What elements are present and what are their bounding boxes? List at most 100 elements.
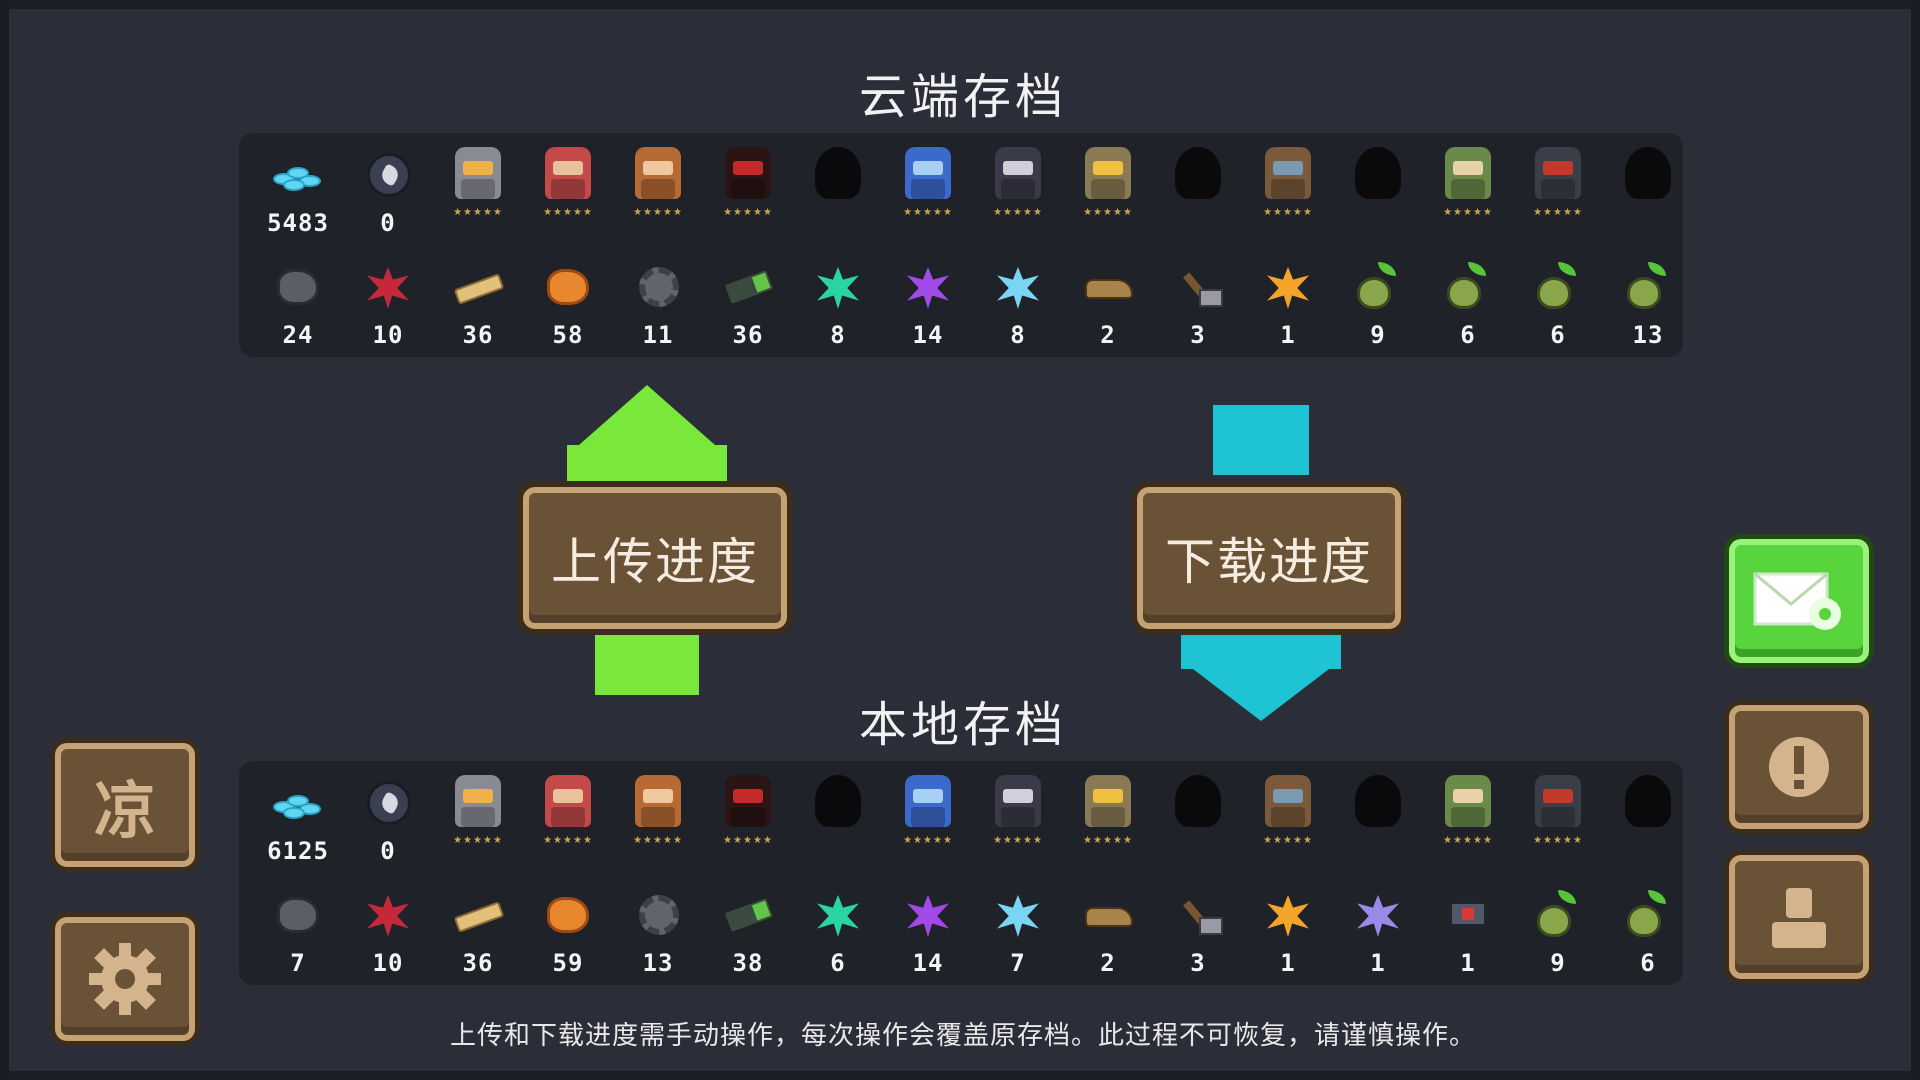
profile-button[interactable] [1729,855,1869,979]
wood-plank-icon [449,259,507,317]
hero-portrait-icon [1529,147,1587,205]
hero-stars: ★★★★★ [903,835,953,846]
seed-sprout-icon [1529,259,1587,317]
item-slot: 2 [1063,251,1153,351]
item-slot: 3 [1153,879,1243,979]
hero-slot [793,767,883,867]
crystal-leaf-icon [809,887,867,945]
hero-stars: ★★★★★ [453,207,503,218]
item-count: 24 [282,321,314,349]
item-slot: 8 [973,251,1063,351]
crystal-leaf-icon [989,259,1047,317]
hero-stars: ★★★★★ [543,207,593,218]
item-slot: 13 [1603,251,1683,351]
notice-button[interactable] [1729,705,1869,829]
hero-slot: ★★★★★ [1063,767,1153,867]
item-slot: 6 [1603,879,1683,979]
item-count: 6125 [267,837,329,865]
gear-part-icon [629,887,687,945]
item-slot: 1 [1243,251,1333,351]
item-slot: 0 [343,767,433,867]
hero-portrait-icon [719,775,777,833]
item-count: 36 [462,949,494,977]
item-count: 10 [372,949,404,977]
item-slot: 9 [1513,879,1603,979]
feather-token-icon [359,775,417,833]
hero-portrait-icon [1439,775,1497,833]
locked-hero-silhouette-icon [1349,775,1407,833]
item-slot: 5483 [253,139,343,239]
hero-slot: ★★★★★ [523,139,613,239]
exclamation-icon [1769,737,1829,797]
wood-plank-icon [449,887,507,945]
hero-stars: ★★★★★ [1083,207,1133,218]
seed-sprout-icon [1529,887,1587,945]
item-count: 10 [372,321,404,349]
crystal-leaf-icon [809,259,867,317]
cool-button[interactable]: 凉 [55,743,195,867]
item-slot: 1 [1423,879,1513,979]
crystal-leaf-icon [1259,259,1317,317]
hero-stars: ★★★★★ [1533,207,1583,218]
stone-icon [269,887,327,945]
hero-slot [1153,139,1243,239]
hero-portrait-icon [449,147,507,205]
item-count: 9 [1550,949,1566,977]
hero-slot: ★★★★★ [703,139,793,239]
hammer-icon [1169,887,1227,945]
hero-slot [1153,767,1243,867]
item-slot: 2 [1063,879,1153,979]
hero-portrait-icon [989,775,1047,833]
locked-hero-silhouette-icon [1169,775,1227,833]
hero-portrait-icon [1529,775,1587,833]
cloud-heroes-row: 5483 0 ★★★★★ ★★★★★ ★★★★★ ★★★★★ ★★★★★ ★★★★★ ★★★★★… [253,139,1683,239]
hero-stars: ★★★★★ [993,207,1043,218]
crystal-leaf-icon [359,259,417,317]
hero-portrait-icon [1079,775,1137,833]
cloud-save-panel: 5483 0 ★★★★★ ★★★★★ ★★★★★ ★★★★★ ★★★★★ ★★★★★ ★★★★★… [239,133,1683,357]
item-count: 6 [1640,949,1656,977]
item-count: 59 [552,949,584,977]
item-count: 6 [830,949,846,977]
battery-icon [719,259,777,317]
hero-portrait-icon [899,147,957,205]
download-progress-label: 下载进度 [1165,533,1373,591]
item-count: 1 [1460,949,1476,977]
download-progress-button[interactable]: 下载进度 [1137,487,1401,629]
hero-slot [1333,139,1423,239]
hero-portrait-icon [1259,775,1317,833]
gear-part-icon [629,259,687,317]
stone-icon [269,259,327,317]
locked-hero-silhouette-icon [1619,147,1677,205]
upload-progress-button[interactable]: 上传进度 [523,487,787,629]
hero-stars: ★★★★★ [1083,835,1133,846]
horn-icon [1079,259,1137,317]
item-slot: 7 [973,879,1063,979]
item-count: 0 [380,209,396,237]
hero-stars: ★★★★★ [723,207,773,218]
hero-slot: ★★★★★ [883,139,973,239]
item-slot: 10 [343,251,433,351]
hammer-icon [1169,259,1227,317]
item-slot: 6125 [253,767,343,867]
item-count: 14 [912,321,944,349]
hero-portrait-icon [719,147,777,205]
gem-coins-icon [269,775,327,833]
item-count: 8 [1010,321,1026,349]
item-slot: 13 [613,879,703,979]
item-count: 7 [1010,949,1026,977]
item-count: 36 [462,321,494,349]
hero-portrait-icon [629,775,687,833]
mail-settings-button[interactable] [1729,539,1869,663]
item-slot: 7 [253,879,343,979]
gem-coins-icon [269,147,327,205]
item-count: 11 [642,321,674,349]
item-count: 7 [290,949,306,977]
hero-slot: ★★★★★ [433,767,523,867]
hero-slot: ★★★★★ [703,767,793,867]
locked-hero-silhouette-icon [1619,775,1677,833]
settings-button[interactable] [55,917,195,1041]
person-icon [1772,888,1826,948]
hero-slot: ★★★★★ [1243,767,1333,867]
